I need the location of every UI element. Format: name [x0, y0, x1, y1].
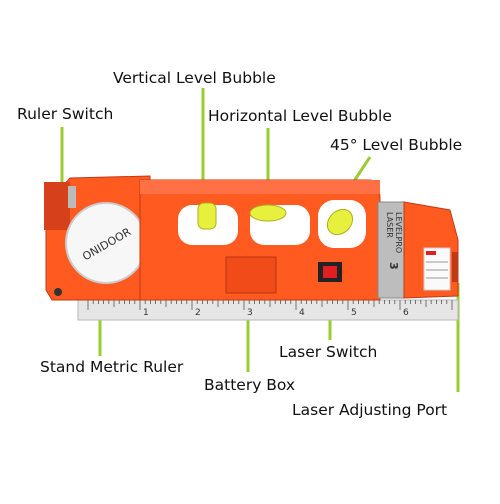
metric-ruler: 1 2 3 4 5 6	[77, 299, 459, 321]
model-line2: LEVELPRO	[394, 212, 403, 253]
label-stand-ruler: Stand Metric Ruler	[40, 358, 184, 376]
ruler-number: 2	[195, 308, 201, 318]
model-number: 3	[387, 262, 400, 270]
laser-head	[377, 201, 459, 299]
adjusting-port	[452, 252, 458, 282]
label-45-bubble: 45° Level Bubble	[330, 136, 463, 154]
angle-bubble-vial	[326, 208, 354, 236]
model-line1: LASER	[385, 212, 394, 238]
ruler-number: 5	[351, 308, 357, 318]
label-laser-switch: Laser Switch	[279, 343, 378, 361]
ruler-number: 6	[403, 308, 409, 318]
horizontal-bubble-vial	[249, 204, 287, 222]
label-battery-box: Battery Box	[204, 376, 296, 394]
vertical-bubble-vial	[197, 202, 217, 230]
label-laser-port: Laser Adjusting Port	[292, 401, 448, 419]
ruler-number: 3	[247, 308, 253, 318]
battery-cover	[226, 257, 276, 293]
ruler-switch-knob	[68, 186, 76, 208]
label-vertical-bubble: Vertical Level Bubble	[113, 69, 276, 87]
tape-housing	[44, 175, 151, 301]
label-horizontal-bubble: Horizontal Level Bubble	[208, 107, 392, 125]
label-ruler-switch: Ruler Switch	[17, 105, 114, 123]
ruler-number: 4	[299, 308, 305, 318]
level-body	[139, 179, 381, 301]
ruler-number: 1	[143, 308, 149, 318]
